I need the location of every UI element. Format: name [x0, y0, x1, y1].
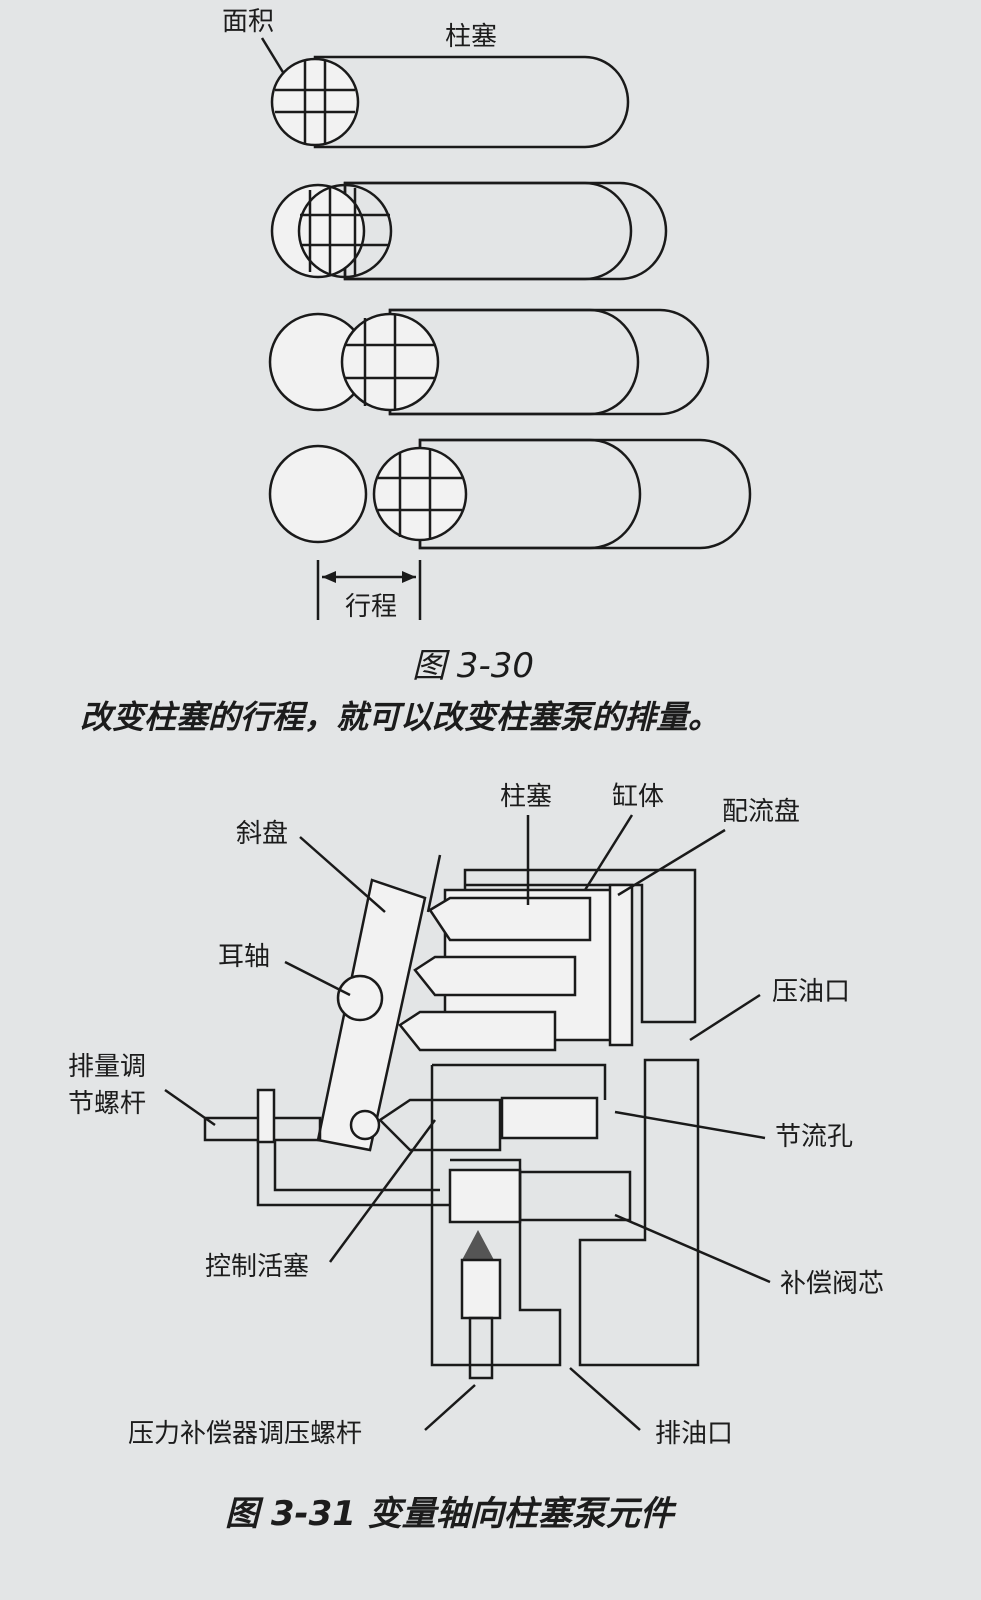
label-valve-plate: 配流盘	[722, 797, 800, 827]
label-compensator-screw: 压力补偿器调压螺杆	[128, 1419, 362, 1449]
figure-3-30-description: 改变柱塞的行程，就可以改变柱塞泵的排量。	[80, 698, 720, 736]
housing-right	[578, 1058, 700, 1367]
plunger-row-2	[270, 181, 668, 281]
label-pressure-port: 压油口	[772, 977, 850, 1007]
label-trunnion: 耳轴	[218, 942, 270, 972]
trunnion	[336, 974, 384, 1022]
label-cylinder-block: 缸体	[612, 782, 664, 812]
label-drain-port: 排油口	[655, 1419, 733, 1449]
control-passage	[256, 1140, 450, 1207]
label-displacement-screw-1: 排量调	[68, 1052, 146, 1082]
compensator-spring	[460, 1258, 502, 1320]
label-orifice: 节流孔	[775, 1122, 853, 1152]
label-stroke: 行程	[345, 592, 397, 622]
label-control-piston: 控制活塞	[205, 1252, 309, 1282]
label-plunger-31: 柱塞	[500, 782, 552, 812]
control-piston-ball	[349, 1109, 381, 1141]
figure-3-30-caption: 图 3-30	[412, 646, 534, 686]
figure-3-31-caption: 图 3-31 变量轴向柱塞泵元件	[225, 1494, 678, 1534]
valve-plate	[608, 883, 634, 1047]
housing-body	[430, 1063, 607, 1367]
compensator-spool	[518, 1170, 632, 1222]
compensator-screw	[468, 1316, 494, 1380]
label-plunger: 柱塞	[445, 22, 497, 52]
compensator-chamber	[448, 1168, 522, 1224]
piston-spring-chamber	[500, 1096, 599, 1140]
compensator-poppet	[462, 1230, 494, 1260]
label-area: 面积	[222, 7, 274, 37]
plunger-row-1	[270, 55, 630, 149]
figure-3-30: 面积 柱塞	[80, 7, 752, 736]
screw-stop	[256, 1088, 276, 1144]
control-piston	[378, 1098, 502, 1152]
figure-3-31: 斜盘 柱塞 缸体 配流盘 耳轴 压油口 排量调 节螺杆 节流孔 控制活塞 补偿阀…	[68, 782, 884, 1534]
plunger-row-3	[268, 308, 710, 416]
plungers	[398, 896, 592, 1052]
stroke-dimension: 行程	[316, 560, 422, 622]
label-displacement-screw-2: 节螺杆	[68, 1089, 146, 1119]
label-compensator-spool: 补偿阀芯	[780, 1269, 884, 1299]
label-swashplate: 斜盘	[236, 819, 288, 849]
plunger-row-4	[268, 438, 752, 550]
